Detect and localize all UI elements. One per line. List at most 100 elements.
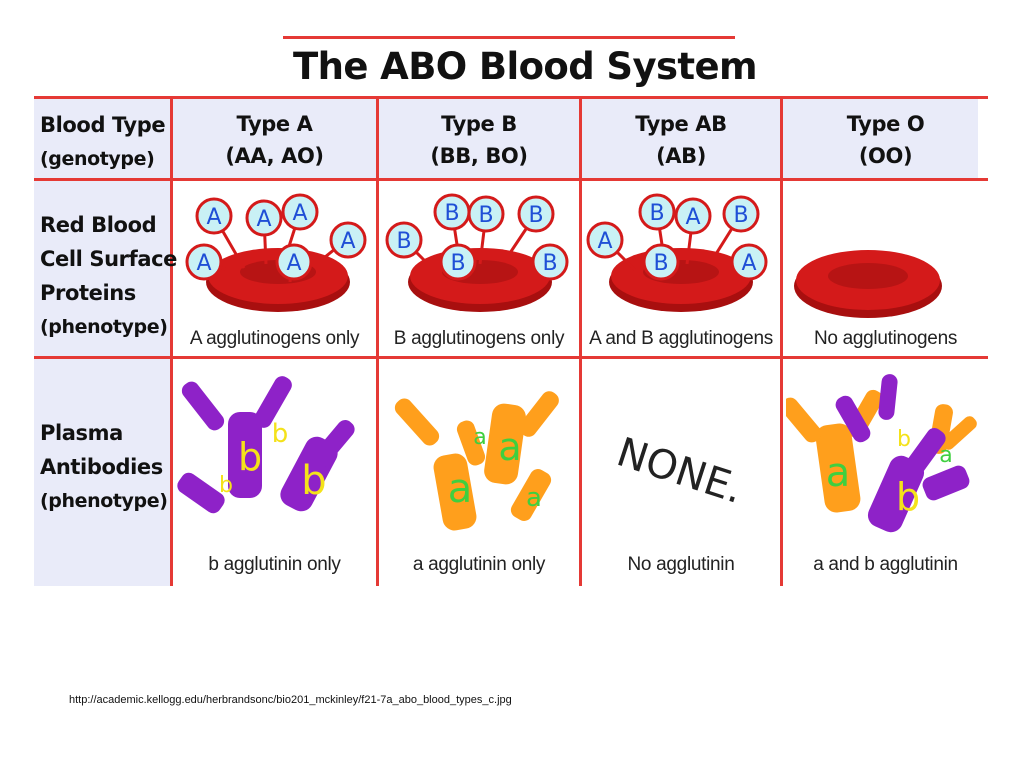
rbc-caption-type-b: B agglutinogens only bbox=[393, 328, 565, 349]
svg-text:A: A bbox=[741, 251, 756, 276]
antigen-marker: B bbox=[722, 195, 760, 233]
row-label-line: Antibodies bbox=[40, 455, 163, 479]
plasma-caption-type-a: b agglutinin only bbox=[208, 554, 341, 575]
antigen-marker: A bbox=[245, 199, 283, 237]
row-label-blood-type: Blood Type (genotype) bbox=[40, 108, 166, 176]
antibody-letter: a bbox=[826, 450, 851, 496]
label-column-band bbox=[34, 178, 170, 586]
column-genotype: (BB, BO) bbox=[430, 144, 528, 168]
rbc-type-b-illustration: B B B B B B bbox=[385, 193, 569, 312]
antibody-letter: b bbox=[238, 435, 262, 479]
rbc-type-ab-illustration: B A B A B A bbox=[586, 193, 768, 312]
row-label-line: Proteins bbox=[40, 281, 136, 305]
column-name: Type AB bbox=[635, 112, 727, 136]
antigen-marker: B bbox=[433, 193, 471, 231]
column-header-type-b: Type B (BB, BO) bbox=[379, 108, 579, 172]
row-label-plasma: Plasma Antibodies (phenotype) bbox=[40, 416, 168, 518]
antigen-marker: A bbox=[586, 221, 624, 259]
rbc-type-a-illustration: A A A A A A bbox=[185, 193, 367, 312]
title-rule bbox=[283, 36, 735, 39]
column-name: Type A bbox=[236, 112, 313, 136]
grid-col-line-2 bbox=[376, 96, 379, 586]
red-blood-cell bbox=[794, 250, 942, 318]
antibody-letter: a bbox=[939, 443, 952, 468]
antigen-marker: A bbox=[674, 197, 712, 235]
rbc-type-o-illustration bbox=[794, 250, 942, 318]
antibody-a-shape bbox=[786, 389, 977, 513]
row-label-line: (phenotype) bbox=[40, 490, 168, 512]
source-citation: http://academic.kellogg.edu/herbrandsonc… bbox=[69, 694, 512, 706]
antibody-letter: b bbox=[219, 473, 233, 498]
antigen-marker: B bbox=[531, 243, 569, 281]
antigen-marker: B bbox=[642, 243, 680, 281]
svg-text:A: A bbox=[256, 207, 271, 232]
antibody-type-a-illustration: b b b b bbox=[177, 376, 355, 514]
svg-text:A: A bbox=[292, 201, 307, 226]
column-header-type-o: Type O (OO) bbox=[783, 108, 988, 172]
antigen-marker: A bbox=[730, 243, 768, 281]
blood-type-table: Blood Type (genotype) Type A (AA, AO) Ty… bbox=[34, 96, 988, 586]
antibody-letter: b bbox=[897, 427, 911, 452]
plasma-caption-type-o: a and b agglutinin bbox=[813, 554, 958, 575]
column-header-type-a: Type A (AA, AO) bbox=[173, 108, 376, 172]
column-genotype: (AB) bbox=[656, 144, 706, 168]
rbc-caption-type-o: No agglutinogens bbox=[813, 328, 958, 349]
grid-col-line-1 bbox=[170, 96, 173, 586]
grid-line-header bbox=[34, 178, 988, 181]
grid-line-top bbox=[34, 96, 988, 99]
svg-text:B: B bbox=[528, 203, 543, 228]
antibody-letter: a bbox=[526, 483, 542, 513]
rbc-caption-type-ab: A and B agglutinogens bbox=[589, 328, 773, 349]
svg-text:B: B bbox=[444, 201, 459, 226]
antibody-type-o-illustration: a b b a bbox=[786, 374, 977, 533]
antibody-a-shape bbox=[394, 391, 559, 531]
row-label-rbc: Red Blood Cell Surface Proteins (phenoty… bbox=[40, 208, 177, 344]
antibody-type-b-illustration: a a a a bbox=[394, 391, 559, 531]
title-block: The ABO Blood System bbox=[283, 36, 758, 88]
svg-text:A: A bbox=[340, 229, 355, 254]
antigen-marker: A bbox=[281, 193, 319, 231]
row-label-line: Red Blood bbox=[40, 213, 157, 237]
page-title: The ABO Blood System bbox=[293, 45, 758, 88]
svg-text:B: B bbox=[649, 201, 664, 226]
column-name: Type O bbox=[846, 112, 925, 136]
antibody-type-ab-illustration: NONE. bbox=[611, 429, 748, 513]
svg-text:A: A bbox=[196, 251, 211, 276]
grid-col-line-4 bbox=[780, 96, 783, 586]
antigen-marker: B bbox=[439, 243, 477, 281]
antigen-marker: A bbox=[195, 197, 233, 235]
column-name: Type B bbox=[441, 112, 517, 136]
antibody-letter: b bbox=[272, 419, 289, 449]
plasma-caption-type-ab: No agglutinin bbox=[627, 554, 735, 575]
column-genotype: (AA, AO) bbox=[225, 144, 324, 168]
rbc-caption-type-a: A agglutinogens only bbox=[189, 328, 360, 349]
row-label-line: Blood Type bbox=[40, 113, 166, 137]
none-label: NONE. bbox=[611, 429, 748, 513]
svg-text:B: B bbox=[396, 229, 411, 254]
column-genotype: (OO) bbox=[858, 144, 913, 168]
antibody-b-shape bbox=[177, 376, 355, 514]
header-band bbox=[34, 96, 978, 178]
antibody-letter: a bbox=[498, 425, 521, 469]
antigen-marker: A bbox=[275, 243, 313, 281]
grid-line-middle bbox=[34, 356, 988, 359]
column-header-type-ab: Type AB (AB) bbox=[582, 108, 780, 172]
antibody-b-shape bbox=[835, 374, 970, 533]
grid-col-line-3 bbox=[579, 96, 582, 586]
svg-text:A: A bbox=[286, 251, 301, 276]
svg-text:B: B bbox=[450, 251, 465, 276]
svg-text:B: B bbox=[733, 203, 748, 228]
red-blood-cell bbox=[609, 248, 753, 312]
svg-text:B: B bbox=[542, 251, 557, 276]
antibody-letter: a bbox=[473, 425, 486, 450]
antigen-marker: A bbox=[185, 243, 223, 281]
antigen-marker: B bbox=[467, 195, 505, 233]
antigen-marker: A bbox=[329, 221, 367, 259]
antigen-marker: B bbox=[385, 221, 423, 259]
plasma-caption-type-b: a agglutinin only bbox=[412, 554, 546, 575]
svg-text:B: B bbox=[478, 203, 493, 228]
svg-text:A: A bbox=[685, 205, 700, 230]
svg-text:A: A bbox=[597, 229, 612, 254]
svg-text:B: B bbox=[653, 251, 668, 276]
antigen-marker: B bbox=[638, 193, 676, 231]
